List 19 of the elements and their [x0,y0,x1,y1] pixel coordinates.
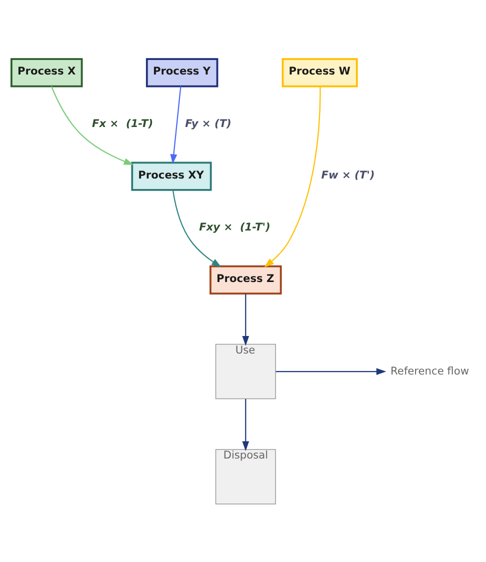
edge-label: Fxy × (1-T') [199,221,270,234]
arrow [264,86,321,267]
node-box: Process Z [210,264,282,294]
edge-label: Fy × (T) [185,117,232,130]
node-text: Reference flow [390,364,469,377]
arrow [276,368,386,374]
node-box: Process X [10,58,83,87]
node-box: Use [215,343,276,399]
edge-label: Fw × (T') [321,169,375,182]
arrow [242,293,250,346]
node-box: Process XY [131,161,212,190]
arrow [170,86,182,164]
node-box: Disposal [215,448,276,504]
edge-label: Fx × (1-T) [92,117,154,130]
arrow [172,189,222,267]
node-box: Process Y [146,58,218,87]
arrow [242,398,250,451]
node-box: Process W [282,58,358,87]
arrow [50,86,134,165]
